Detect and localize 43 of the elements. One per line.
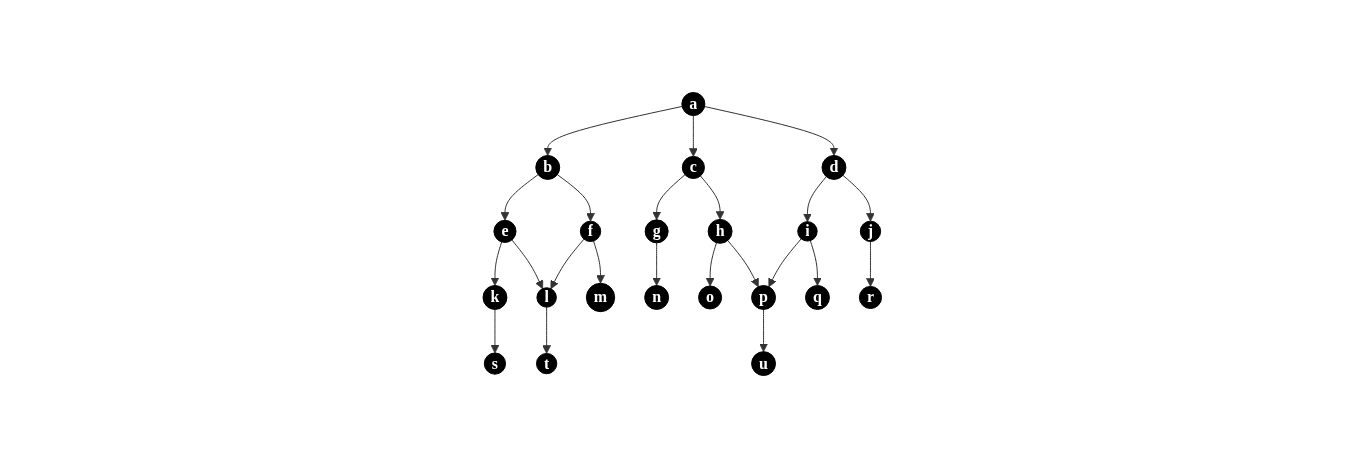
arrow <box>758 309 768 353</box>
arrow <box>705 242 717 287</box>
arrow <box>703 106 839 157</box>
node-circle: k <box>482 285 508 311</box>
arrow <box>541 306 551 355</box>
node-circle: l <box>536 287 557 308</box>
node-circle: u <box>750 351 776 377</box>
arrow <box>802 176 827 223</box>
node-circle: c <box>681 156 705 180</box>
node-circle: r <box>858 286 882 310</box>
arrow <box>768 238 802 288</box>
arrow <box>727 240 759 288</box>
node-circle: i <box>796 221 818 242</box>
node-circle: e <box>493 220 517 244</box>
arrow <box>500 174 539 221</box>
node-circle: m <box>585 283 615 313</box>
arrow <box>699 175 725 220</box>
arrow <box>652 174 686 221</box>
arrow <box>556 174 595 222</box>
node-circle: t <box>535 353 558 375</box>
node-circle: o <box>697 285 722 310</box>
node-circle: h <box>707 219 733 244</box>
arrow <box>490 241 502 287</box>
node-circle: g <box>644 219 669 244</box>
arrow <box>842 175 875 222</box>
node-circle: f <box>579 220 601 243</box>
node-circle: d <box>821 155 847 181</box>
node-circle: b <box>535 155 560 181</box>
arrow <box>592 240 605 284</box>
node-circle: j <box>859 220 881 243</box>
arrow <box>543 106 683 157</box>
arrow <box>809 240 822 287</box>
arrow <box>865 241 875 288</box>
node-circle: s <box>483 352 506 375</box>
node-circle: a <box>681 92 706 117</box>
node-circle: n <box>643 285 669 311</box>
arrow <box>688 115 698 157</box>
node-circle: q <box>804 285 830 311</box>
arrow <box>490 309 500 354</box>
arrow <box>652 242 661 287</box>
arrow <box>511 239 543 290</box>
node-circle: p <box>750 285 776 311</box>
arrow <box>550 238 585 290</box>
